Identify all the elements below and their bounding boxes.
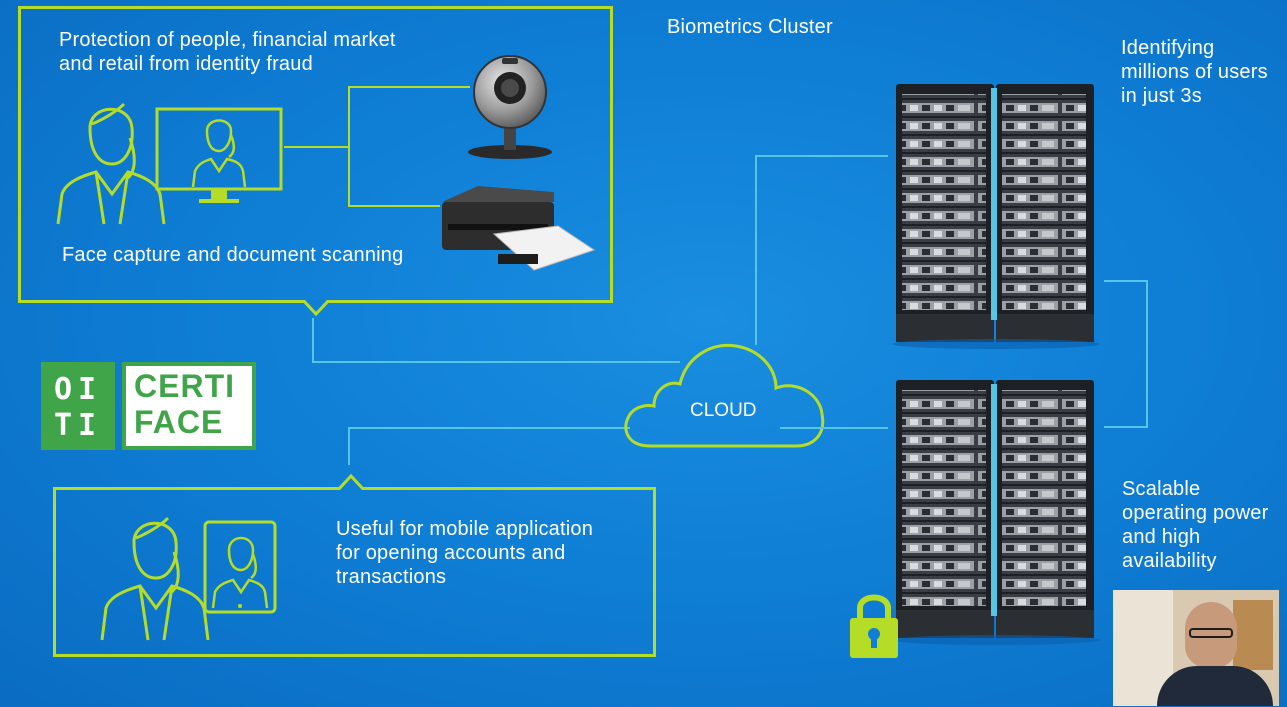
bottom-text-line2: for opening accounts and [336, 542, 566, 564]
person-icon [56, 102, 166, 225]
right-top-line3: in just 3s [1121, 85, 1202, 107]
logo-mark-row2: TI [54, 408, 103, 443]
connector-line [755, 155, 757, 345]
webcam-icon [468, 55, 552, 159]
tablet-icon [203, 520, 277, 614]
server-rack-icon [892, 84, 1100, 349]
cloud-label: CLOUD [690, 400, 757, 421]
glasses-icon [1189, 628, 1233, 638]
lock-icon [850, 594, 898, 658]
connector-line [1146, 280, 1148, 428]
bottom-feature-box [53, 474, 656, 657]
connector-line [755, 155, 888, 157]
device-connector [284, 146, 350, 148]
cloud-icon [624, 343, 825, 448]
logo-wordmark: CERTI FACE [122, 362, 256, 450]
right-bottom-line2: operating power [1122, 502, 1269, 524]
connector-line [1104, 426, 1148, 428]
connector-line [312, 361, 680, 363]
presenter-shirt [1157, 666, 1273, 706]
box-pointer-icon [338, 474, 364, 490]
box-pointer-icon [303, 300, 329, 316]
right-bottom-line4: availability [1122, 550, 1217, 572]
logo-mark: OI TI [41, 362, 115, 450]
logo-word-row2: FACE [134, 404, 224, 440]
presenter-head [1185, 602, 1237, 668]
top-feature-box [18, 6, 613, 316]
right-bottom-line1: Scalable [1122, 478, 1201, 500]
presenter-video [1113, 590, 1279, 706]
diagram-title: Biometrics Cluster [667, 16, 833, 38]
top-heading-line1: Protection of people, financial market [59, 29, 396, 51]
bottom-text-line3: transactions [336, 566, 447, 588]
right-top-line2: millions of users [1121, 61, 1268, 83]
connector-line [312, 318, 314, 363]
monitor-icon [155, 107, 283, 203]
top-heading-line2: and retail from identity fraud [59, 53, 313, 75]
logo-word-row1: CERTI [134, 368, 235, 404]
device-connector [348, 86, 350, 207]
right-top-line1: Identifying [1121, 37, 1215, 59]
connector-line [1104, 280, 1148, 282]
person-icon [100, 516, 210, 641]
printer-icon [442, 186, 596, 271]
device-connector [348, 205, 440, 207]
device-connector [348, 86, 470, 88]
server-rack-icon [892, 380, 1100, 645]
connector-line [348, 427, 630, 429]
bottom-text-line1: Useful for mobile application [336, 518, 594, 540]
right-bottom-line3: and high [1122, 526, 1201, 548]
connector-line [348, 427, 350, 465]
connector-line [780, 427, 888, 429]
top-caption: Face capture and document scanning [62, 244, 404, 266]
logo-mark-row1: OI [54, 372, 103, 407]
